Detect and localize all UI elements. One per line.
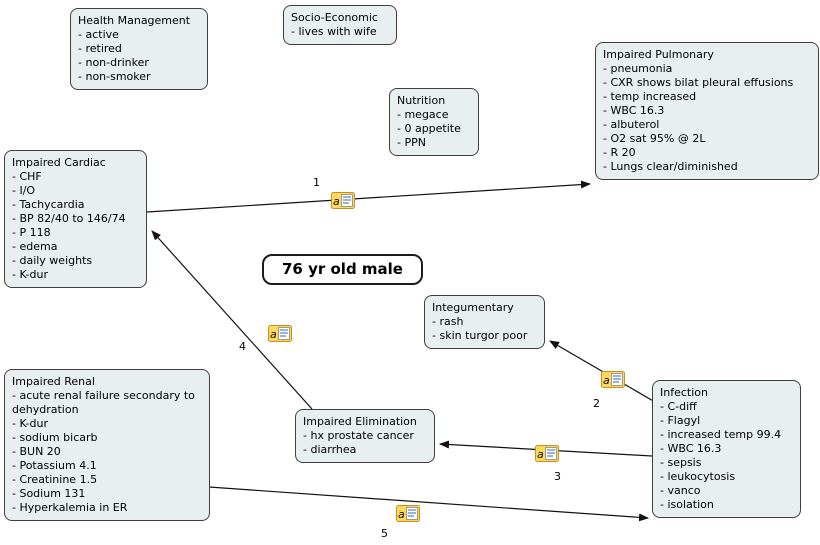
- node-impaired-cardiac[interactable]: Impaired Cardiac - CHF- I/O- Tachycardia…: [4, 150, 147, 288]
- node-item: - diarrhea: [303, 443, 357, 456]
- node-item: - rash: [432, 315, 464, 328]
- node-item: - O2 sat 95% @ 2L: [603, 132, 706, 145]
- node-impaired-pulmonary[interactable]: Impaired Pulmonary - pneumonia- CXR show…: [595, 42, 819, 180]
- node-item: - I/O: [12, 184, 36, 197]
- node-item: - sodium bicarb: [12, 431, 98, 444]
- node-infection[interactable]: Infection - C-diff- Flagyl- increased te…: [652, 380, 801, 518]
- node-item: - R 20: [603, 146, 636, 159]
- node-title: Impaired Renal: [12, 375, 95, 388]
- node-items: - C-diff- Flagyl- increased temp 99.4- W…: [660, 400, 793, 512]
- node-item: - WBC 16.3: [660, 442, 722, 455]
- node-items: - lives with wife: [291, 25, 389, 39]
- node-health-management[interactable]: Health Management - active- retired- non…: [70, 8, 208, 90]
- node-item: - Hyperkalemia in ER: [12, 501, 128, 514]
- annotation-letter: a: [603, 374, 610, 387]
- annotation-icon[interactable]: a: [535, 445, 559, 462]
- node-patient[interactable]: 76 yr old male: [262, 254, 423, 285]
- node-socio-economic[interactable]: Socio-Economic - lives with wife: [283, 5, 397, 45]
- node-item: - WBC 16.3: [603, 104, 665, 117]
- node-items: - CHF- I/O- Tachycardia- BP 82/40 to 146…: [12, 170, 139, 282]
- node-item: - retired: [78, 42, 122, 55]
- link-line-5: [208, 486, 649, 522]
- node-title: Health Management: [78, 14, 191, 27]
- annotation-icon[interactable]: a: [331, 192, 355, 209]
- node-item: - Potassium 4.1: [12, 459, 97, 472]
- node-title: Nutrition: [397, 94, 446, 107]
- node-item: - 0 appetite: [397, 122, 461, 135]
- link-label-2[interactable]: 2: [593, 397, 600, 410]
- node-item: - leukocytosis: [660, 470, 736, 483]
- node-item: - Lungs clear/diminished: [603, 160, 738, 173]
- node-item: - acute renal failure secondary to dehyd…: [12, 389, 195, 416]
- node-item: - megace: [397, 108, 449, 121]
- node-item: - edema: [12, 240, 58, 253]
- node-item: - isolation: [660, 498, 714, 511]
- link-label-5[interactable]: 5: [381, 527, 388, 540]
- annotation-icon[interactable]: a: [601, 371, 625, 388]
- node-item: - non-smoker: [78, 70, 151, 83]
- annotation-letter: a: [398, 508, 405, 521]
- node-item: - BP 82/40 to 146/74: [12, 212, 126, 225]
- node-items: - rash- skin turgor poor: [432, 315, 537, 343]
- node-item: - CHF: [12, 170, 42, 183]
- node-item: - Flagyl: [660, 414, 701, 427]
- node-items: - acute renal failure secondary to dehyd…: [12, 389, 202, 515]
- annotation-letter: a: [270, 328, 277, 341]
- node-item: - skin turgor poor: [432, 329, 528, 342]
- node-item: - P 118: [12, 226, 51, 239]
- node-title: Impaired Cardiac: [12, 156, 106, 169]
- node-title: Impaired Pulmonary: [603, 48, 714, 61]
- node-item: - daily weights: [12, 254, 93, 267]
- node-item: - hx prostate cancer: [303, 429, 414, 442]
- node-item: - lives with wife: [291, 25, 377, 38]
- node-title: Impaired Elimination: [303, 415, 417, 428]
- link-label-1[interactable]: 1: [313, 176, 320, 189]
- node-item: - non-drinker: [78, 56, 149, 69]
- node-items: - hx prostate cancer- diarrhea: [303, 429, 427, 457]
- node-item: - Sodium 131: [12, 487, 86, 500]
- node-item: - sepsis: [660, 456, 702, 469]
- node-item: - CXR shows bilat pleural effusions: [603, 76, 794, 89]
- link-label-3[interactable]: 3: [554, 470, 561, 483]
- node-items: - active- retired- non-drinker- non-smok…: [78, 28, 200, 84]
- node-impaired-elimination[interactable]: Impaired Elimination - hx prostate cance…: [295, 409, 435, 463]
- node-item: - vanco: [660, 484, 701, 497]
- annotation-icon[interactable]: a: [268, 325, 292, 342]
- node-item: - Tachycardia: [12, 198, 85, 211]
- node-impaired-renal[interactable]: Impaired Renal - acute renal failure sec…: [4, 369, 210, 521]
- node-item: - increased temp 99.4: [660, 428, 782, 441]
- node-item: - K-dur: [12, 268, 48, 281]
- node-item: - PPN: [397, 136, 426, 149]
- annotation-icon[interactable]: a: [396, 505, 420, 522]
- node-item: - albuterol: [603, 118, 660, 131]
- node-item: - K-dur: [12, 417, 48, 430]
- node-integumentary[interactable]: Integumentary - rash- skin turgor poor: [424, 295, 545, 349]
- node-title: Socio-Economic: [291, 11, 378, 24]
- node-items: - megace- 0 appetite- PPN: [397, 108, 471, 150]
- node-title: Integumentary: [432, 301, 514, 314]
- annotation-letter: a: [537, 448, 544, 461]
- node-nutrition[interactable]: Nutrition - megace- 0 appetite- PPN: [389, 88, 479, 156]
- node-item: - pneumonia: [603, 62, 673, 75]
- annotation-letter: a: [333, 195, 340, 208]
- node-item: - C-diff: [660, 400, 697, 413]
- node-item: - BUN 20: [12, 445, 61, 458]
- link-label-4[interactable]: 4: [239, 340, 246, 353]
- node-item: - active: [78, 28, 119, 41]
- node-item: - Creatinine 1.5: [12, 473, 98, 486]
- node-item: - temp increased: [603, 90, 697, 103]
- node-title: Infection: [660, 386, 708, 399]
- link-line-1: [146, 180, 591, 213]
- node-items: - pneumonia- CXR shows bilat pleural eff…: [603, 62, 811, 174]
